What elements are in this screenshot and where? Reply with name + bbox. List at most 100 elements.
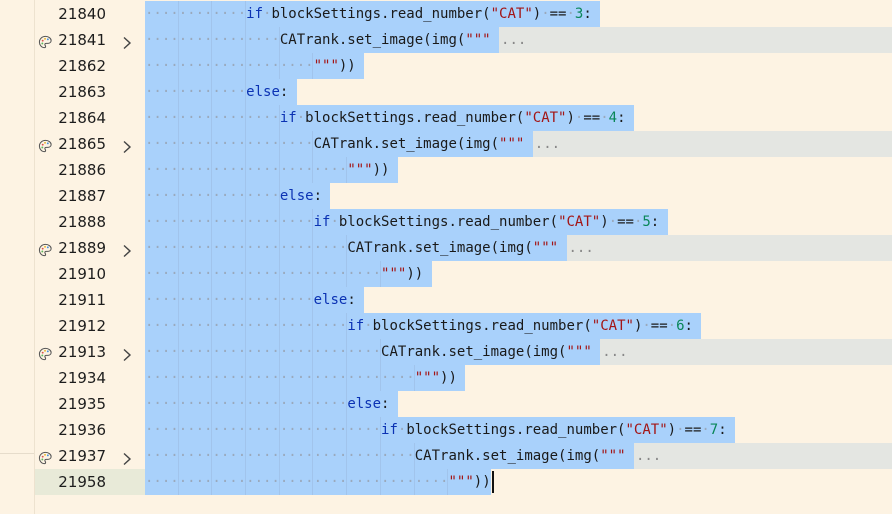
- code-line[interactable]: 21862····················""")): [35, 53, 892, 79]
- keyword-token: if: [279, 110, 297, 126]
- keyword-token: if: [246, 6, 264, 22]
- code-token: ==: [549, 6, 567, 22]
- fold-ellipsis[interactable]: ...: [534, 136, 561, 152]
- fold-ellipsis[interactable]: ...: [602, 344, 628, 360]
- indent-guide: [244, 183, 246, 209]
- line-gutter: 21934: [35, 365, 145, 391]
- indent-guide: [177, 443, 179, 469]
- code-line[interactable]: 21888····················if·blockSetting…: [35, 209, 892, 235]
- string-token: "CAT": [558, 214, 601, 230]
- line-gutter: 21841: [35, 27, 145, 53]
- palette-icon[interactable]: [38, 33, 53, 49]
- code-line[interactable]: 21886························""")): [35, 157, 892, 183]
- code-line[interactable]: 21958···································…: [35, 469, 892, 495]
- fold-ellipsis[interactable]: ...: [568, 240, 594, 256]
- code-line[interactable]: 21865...····················CATrank.set_…: [35, 131, 892, 157]
- string-token: """: [465, 32, 491, 48]
- fold-ellipsis[interactable]: ...: [635, 448, 662, 464]
- palette-icon[interactable]: [38, 241, 53, 257]
- palette-icon[interactable]: [38, 345, 53, 361]
- indent-guide: [379, 417, 381, 443]
- selection-highlight: [145, 417, 736, 443]
- palette-icon[interactable]: [38, 137, 53, 153]
- code-token: )): [473, 474, 491, 490]
- line-gutter: 21889: [35, 235, 145, 261]
- indent-guide: [413, 365, 415, 391]
- indent-guide: [211, 287, 213, 313]
- indent-guide: [244, 391, 246, 417]
- indent-guide: [177, 313, 179, 339]
- indent-guide: [346, 157, 348, 183]
- chevron-right-icon[interactable]: [120, 449, 134, 466]
- code-token: CATrank.set_image(img(: [279, 32, 466, 48]
- indent-guide: [312, 287, 314, 313]
- line-number: 21886: [58, 161, 106, 179]
- code-line[interactable]: 21912························if·blockSet…: [35, 313, 892, 339]
- code-line[interactable]: 21911····················else:: [35, 287, 892, 313]
- indent-guide: [177, 261, 179, 287]
- whitespace-markers: ························: [145, 240, 348, 256]
- keyword-token: if: [347, 318, 365, 334]
- chevron-right-icon[interactable]: [120, 137, 134, 154]
- folded-region[interactable]: ...: [566, 235, 892, 261]
- left-margin-strip: [0, 0, 35, 514]
- code-line[interactable]: 21840············if·blockSettings.read_n…: [35, 1, 892, 27]
- code-line[interactable]: 21863············else:: [35, 79, 892, 105]
- whitespace-markers: ····················: [145, 292, 314, 308]
- indent-guide: [346, 417, 348, 443]
- folded-region[interactable]: ...: [600, 339, 892, 365]
- number-token: 6: [676, 318, 685, 334]
- line-number: 21887: [58, 187, 106, 205]
- whitespace-marker: ·: [608, 214, 618, 230]
- selection-highlight: [145, 235, 567, 261]
- code-editor[interactable]: 21840············if·blockSettings.read_n…: [35, 1, 892, 495]
- indent-guide: [177, 105, 179, 131]
- line-number: 21864: [58, 109, 106, 127]
- selection-highlight: [145, 339, 601, 365]
- whitespace-markers: ····························: [145, 344, 382, 360]
- fold-ellipsis[interactable]: ...: [501, 32, 527, 48]
- indent-guide: [211, 261, 213, 287]
- whitespace-markers: ································: [145, 448, 415, 464]
- indent-guide: [346, 365, 348, 391]
- whitespace-marker: ·: [263, 6, 272, 22]
- indent-guide: [177, 339, 179, 365]
- indent-guide: [211, 27, 213, 53]
- selection-highlight: [145, 105, 634, 131]
- palette-icon[interactable]: [38, 449, 53, 465]
- indent-guide: [177, 53, 179, 79]
- chevron-right-icon[interactable]: [120, 345, 134, 362]
- chevron-right-icon[interactable]: [120, 241, 134, 258]
- whitespace-marker: ·: [642, 318, 651, 334]
- code-line[interactable]: 21913...····························CATr…: [35, 339, 892, 365]
- selection-highlight: [145, 183, 331, 209]
- code-line[interactable]: 21934································"""…: [35, 365, 892, 391]
- chevron-right-icon[interactable]: [120, 33, 134, 50]
- code-line[interactable]: 21936····························if·bloc…: [35, 417, 892, 443]
- whitespace-markers: ························: [145, 318, 348, 334]
- code-line[interactable]: 21887················else:: [35, 183, 892, 209]
- code-line[interactable]: 21910····························""")): [35, 261, 892, 287]
- code-token: blockSettings.read_number(: [305, 110, 525, 126]
- folded-region[interactable]: ...: [633, 443, 892, 469]
- code-token: :: [684, 318, 693, 334]
- number-token: 4: [608, 110, 618, 126]
- code-line[interactable]: 21935························else:: [35, 391, 892, 417]
- line-number: 21841: [58, 31, 106, 49]
- code-line[interactable]: 21937... ································…: [35, 443, 892, 469]
- code-line[interactable]: 21841...················CATrank.set_imag…: [35, 27, 892, 53]
- code-line[interactable]: 21864················if·blockSettings.re…: [35, 105, 892, 131]
- indent-guide: [244, 443, 246, 469]
- selection-highlight: [145, 313, 702, 339]
- folded-region[interactable]: ...: [532, 131, 892, 157]
- indent-guide: [211, 157, 213, 183]
- indent-guide: [379, 469, 381, 495]
- folded-region[interactable]: ...: [499, 27, 892, 53]
- line-gutter: 21937: [35, 443, 145, 469]
- line-number: 21862: [58, 57, 106, 75]
- indent-guide: [312, 131, 314, 157]
- indent-guide: [177, 79, 179, 105]
- code-line[interactable]: 21889...························CATrank.…: [35, 235, 892, 261]
- selection-highlight: [145, 131, 533, 157]
- indent-guide: [211, 365, 213, 391]
